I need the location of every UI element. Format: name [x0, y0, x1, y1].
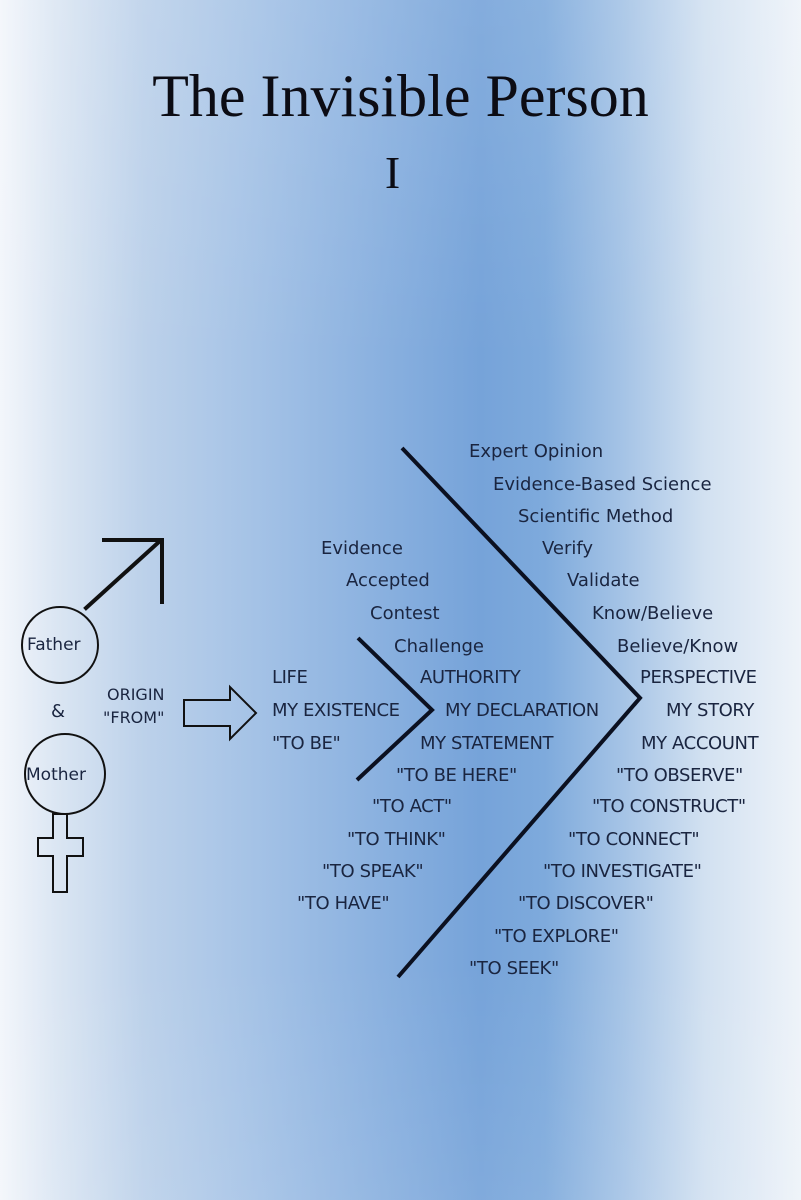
cover-title: The Invisible Person — [152, 63, 649, 129]
outer-top-item: Scientific Method — [518, 506, 674, 527]
outer-bottom-item: "TO CONSTRUCT" — [592, 796, 746, 817]
inner-chevron — [355, 636, 435, 782]
from-label: "FROM" — [103, 708, 165, 727]
inner-bottom-item: "TO HAVE" — [297, 893, 390, 914]
ampersand-label: & — [51, 701, 66, 722]
outer-top-item: Expert Opinion — [469, 441, 604, 462]
inner-middle-item: AUTHORITY — [420, 667, 521, 688]
volume-numeral: I — [384, 147, 401, 198]
outer-middle-item: MY STORY — [666, 700, 754, 721]
outer-top-item: Know/Believe — [592, 603, 714, 624]
outer-bottom-item: "TO INVESTIGATE" — [543, 861, 702, 882]
mother-label: Mother — [26, 765, 86, 785]
outer-top-item: Verify — [542, 538, 594, 559]
inner-bottom-item: "TO BE HERE" — [396, 765, 517, 786]
outer-top-item: Evidence-Based Science — [493, 474, 712, 495]
origin-arrow — [183, 684, 258, 742]
outer-top-item: Validate — [567, 570, 640, 591]
outer-chevron — [396, 446, 643, 979]
outer-bottom-item: "TO SEEK" — [469, 958, 559, 979]
inner-bottom-item: "TO THINK" — [347, 829, 446, 850]
outer-bottom-item: "TO OBSERVE" — [616, 765, 743, 786]
inner-left-item: "TO BE" — [272, 733, 341, 754]
outer-middle-item: MY ACCOUNT — [641, 733, 759, 754]
outer-middle-item: PERSPECTIVE — [640, 667, 757, 688]
outer-top-item: Believe/Know — [617, 636, 739, 657]
outer-bottom-item: "TO EXPLORE" — [494, 926, 619, 947]
inner-top-item: Challenge — [394, 636, 484, 657]
inner-bottom-item: "TO ACT" — [372, 796, 452, 817]
inner-middle-item: MY STATEMENT — [420, 733, 554, 754]
inner-bottom-item: "TO SPEAK" — [322, 861, 424, 882]
inner-left-item: MY EXISTENCE — [272, 700, 400, 721]
outer-bottom-item: "TO DISCOVER" — [518, 893, 654, 914]
father-label: Father — [27, 635, 81, 655]
origin-label: ORIGIN — [107, 685, 165, 704]
inner-top-item: Contest — [370, 603, 440, 624]
inner-top-item: Evidence — [321, 538, 403, 559]
father-circle — [21, 606, 99, 684]
inner-middle-item: MY DECLARATION — [445, 700, 599, 721]
outer-bottom-item: "TO CONNECT" — [568, 829, 700, 850]
inner-left-item: LIFE — [272, 667, 308, 688]
inner-top-item: Accepted — [346, 570, 430, 591]
venus-cross — [37, 813, 84, 893]
male-symbol — [83, 538, 164, 611]
